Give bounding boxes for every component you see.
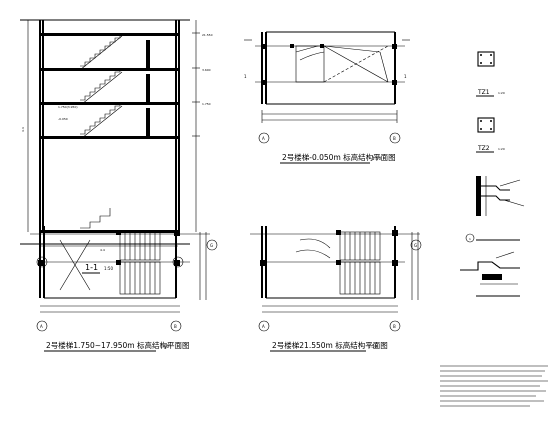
detail-2-drawing xyxy=(460,251,520,297)
plan-mid-title: 2号楼梯1.750~17.950m 标高结构平面图 xyxy=(46,340,189,350)
tz2-title: TZ2 xyxy=(477,145,490,152)
plan-top-axis-bubble-a: A xyxy=(262,136,265,141)
plan-roof-axis-bubble-g: G xyxy=(414,243,417,248)
tz1-detail: TZ1 1:20 xyxy=(476,51,505,97)
plan-top-drawing: 1 1 A B 2号楼梯-0.050m 标高结构平面图 1:50 xyxy=(244,31,410,164)
svg-text:1.750: 1.750 xyxy=(202,102,211,106)
plan-mid-axis-bubble-a: A xyxy=(40,324,43,329)
svg-text:3.600: 3.600 xyxy=(202,68,211,72)
plan-mid-drawing: G A B 2号楼梯1.750~17.950m 标高结构平面图 1:50 xyxy=(30,226,218,352)
plan-top-axis-one-right: 1 xyxy=(404,74,407,79)
svg-text:4.4: 4.4 xyxy=(100,248,105,252)
plan-roof-axis-bubble-a: A xyxy=(262,324,265,329)
section-1-1-scale: 1:50 xyxy=(104,266,113,271)
svg-text:21.550: 21.550 xyxy=(202,33,213,37)
detail-1-marker: 1 xyxy=(469,237,471,241)
plan-top-axis-one-left: 1 xyxy=(244,74,247,79)
plan-mid-axis-bubble-g: G xyxy=(210,243,213,248)
plan-roof-scale: 1:50 xyxy=(368,344,377,349)
detail-1-drawing: 1 xyxy=(465,176,525,243)
tz1-scale: 1:20 xyxy=(498,91,505,95)
plan-roof-title: 2号楼梯21.550m 标高结构平面图 xyxy=(272,340,388,350)
svg-text:1.750(3.950): 1.750(3.950) xyxy=(58,105,78,109)
svg-text:4.4: 4.4 xyxy=(21,127,25,132)
plan-roof-axis-bubble-b: B xyxy=(393,324,396,329)
tz2-scale: 1:20 xyxy=(498,147,505,151)
plan-mid-scale: 1:50 xyxy=(160,344,169,349)
section-1-1-title: 1-1 xyxy=(85,263,98,272)
plan-roof-drawing: G A B 2号楼梯21.550m 标高结构平面图 1:50 xyxy=(250,226,422,352)
tz1-title: TZ1 xyxy=(477,89,490,96)
plan-top-title: 2号楼梯-0.050m 标高结构平面图 xyxy=(282,152,396,162)
svg-text:-0.050: -0.050 xyxy=(58,117,68,121)
plan-top-scale: 1:50 xyxy=(372,156,381,161)
notes-block xyxy=(440,365,548,407)
plan-top-axis-bubble-b: B xyxy=(393,136,396,141)
section-1-1-drawing: 1.750(3.950) -0.050 21.550 3.600 1.750 4… xyxy=(20,19,213,274)
tz2-detail: TZ2 1:20 xyxy=(476,117,505,153)
plan-mid-axis-bubble-b: B xyxy=(174,324,177,329)
